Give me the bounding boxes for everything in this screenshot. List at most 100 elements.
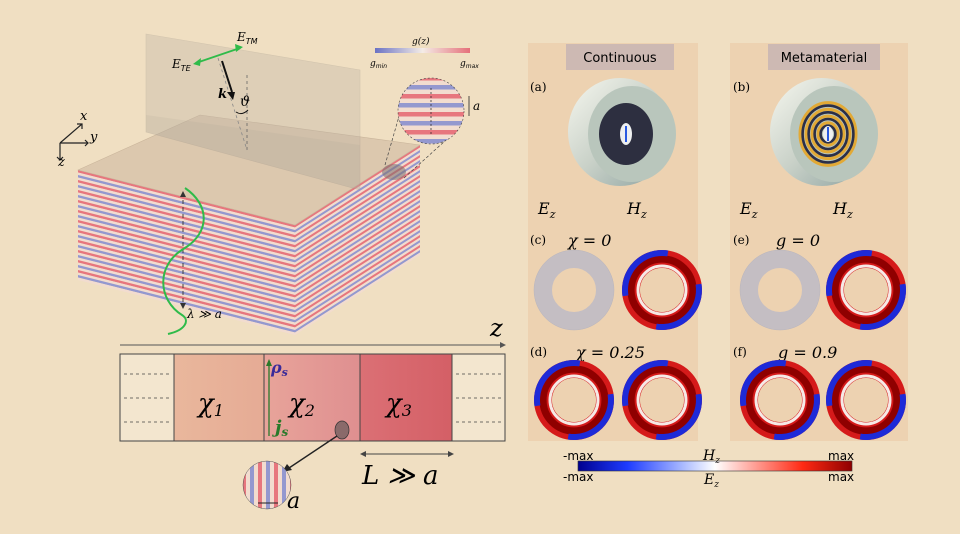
grey-field-ring xyxy=(534,250,614,330)
chi1-label: χ1 xyxy=(196,389,224,420)
chi2-label: χ2 xyxy=(287,389,315,420)
inset-stripe xyxy=(398,98,464,104)
slab-top-face xyxy=(77,114,421,226)
side-stripe xyxy=(295,207,420,290)
side-stripe xyxy=(295,190,420,273)
side-stripe xyxy=(295,205,420,288)
front-stripe xyxy=(78,230,295,288)
front-stripe xyxy=(78,200,295,258)
metamaterial-ez-label: Ez xyxy=(739,199,758,221)
front-stripe xyxy=(78,210,295,268)
bottom-stripe xyxy=(254,461,259,509)
side-stripe xyxy=(295,192,420,275)
inset-stripe xyxy=(398,143,464,144)
colorbar-bottom-label: Ez xyxy=(703,472,719,490)
periodic-continuation xyxy=(124,373,502,423)
layer-inset xyxy=(382,77,470,180)
inset-stripe xyxy=(398,134,464,140)
bottom-stripe xyxy=(250,461,255,509)
front-stripe xyxy=(78,182,295,240)
ring-hole xyxy=(758,378,802,422)
front-stripe xyxy=(78,207,295,265)
green-wave xyxy=(162,187,205,335)
eq-d: χ = 0.25 xyxy=(575,343,645,362)
detail-pointer xyxy=(285,435,338,471)
meta-ring-gold xyxy=(798,101,858,167)
front-stripe xyxy=(78,187,295,245)
colorbar-bottom-min: -max xyxy=(563,470,593,484)
plane-of-incidence xyxy=(145,33,361,191)
side-stripe xyxy=(295,167,420,250)
front-stripe xyxy=(78,202,295,260)
inset-stripe xyxy=(398,116,464,122)
continuous-disk xyxy=(568,78,676,186)
metamaterial-disk xyxy=(770,78,878,186)
label-b: (b) xyxy=(733,80,750,94)
metamaterial-header xyxy=(768,44,880,70)
side-stripe xyxy=(295,232,420,315)
colorbar-top-label: Hz xyxy=(702,448,720,466)
front-stripe xyxy=(78,195,295,253)
inset-stripe xyxy=(398,80,464,86)
side-stripe xyxy=(295,177,420,260)
inset-stripe xyxy=(398,103,464,108)
side-stripe xyxy=(295,252,420,335)
side-stripe xyxy=(295,235,420,318)
label-a: (a) xyxy=(530,80,547,94)
inset-stripe xyxy=(398,89,464,95)
side-stripe xyxy=(295,182,420,265)
ring-hole xyxy=(844,268,888,312)
front-stripe xyxy=(78,175,295,233)
dark-red-band xyxy=(627,255,697,325)
front-stripe xyxy=(78,252,295,310)
blue-lobe xyxy=(655,393,702,440)
side-stripe xyxy=(295,237,420,320)
L-right-arrow xyxy=(448,451,454,457)
side-stripe xyxy=(295,210,420,293)
front-stripe xyxy=(78,225,295,283)
inner-highlight xyxy=(636,264,688,316)
y-axis-label: y xyxy=(89,130,98,145)
side-stripe xyxy=(295,197,420,280)
front-stripe xyxy=(78,242,295,300)
stratified-slab xyxy=(77,114,421,335)
meta-ring-gold xyxy=(810,114,846,154)
inset-stripe xyxy=(398,85,464,90)
grey-ring-edge xyxy=(739,249,821,331)
front-stripe xyxy=(78,247,295,305)
front-stripe xyxy=(78,215,295,273)
inset-stripe xyxy=(398,78,464,81)
wave-axis-bottom-arrow xyxy=(180,303,186,309)
front-stripe xyxy=(78,262,295,320)
z-arrowhead xyxy=(56,156,64,161)
gz-colorbar xyxy=(375,48,470,53)
bottom-stripe xyxy=(266,461,271,509)
ring-hole xyxy=(844,378,888,422)
bottom-inset-border xyxy=(242,460,292,510)
side-stripe xyxy=(295,217,420,300)
front-stripe xyxy=(78,275,295,333)
side-stripe xyxy=(295,225,420,308)
colorbar-bottom-max: max xyxy=(828,470,854,484)
L-left-arrow xyxy=(360,451,366,457)
front-stripe xyxy=(78,197,295,255)
inset-stripe xyxy=(398,121,464,126)
grey-ring-edge xyxy=(533,249,615,331)
propagating-wave xyxy=(162,187,205,335)
side-stripe xyxy=(295,185,420,268)
chi3-layer xyxy=(359,353,453,442)
side-stripe xyxy=(295,227,420,310)
k-label: k xyxy=(218,87,227,102)
side-stripe xyxy=(295,250,420,333)
blue-lobe xyxy=(859,393,906,440)
chi3-label: χ3 xyxy=(384,389,412,420)
incident-wave xyxy=(193,44,249,151)
continuous-title: Continuous xyxy=(583,51,657,66)
side-stripe xyxy=(295,175,420,258)
front-stripe xyxy=(78,220,295,278)
front-stripe xyxy=(78,177,295,235)
surface-current-arrowhead xyxy=(266,359,272,366)
side-stripe xyxy=(295,212,420,295)
side-stripe xyxy=(295,162,420,245)
